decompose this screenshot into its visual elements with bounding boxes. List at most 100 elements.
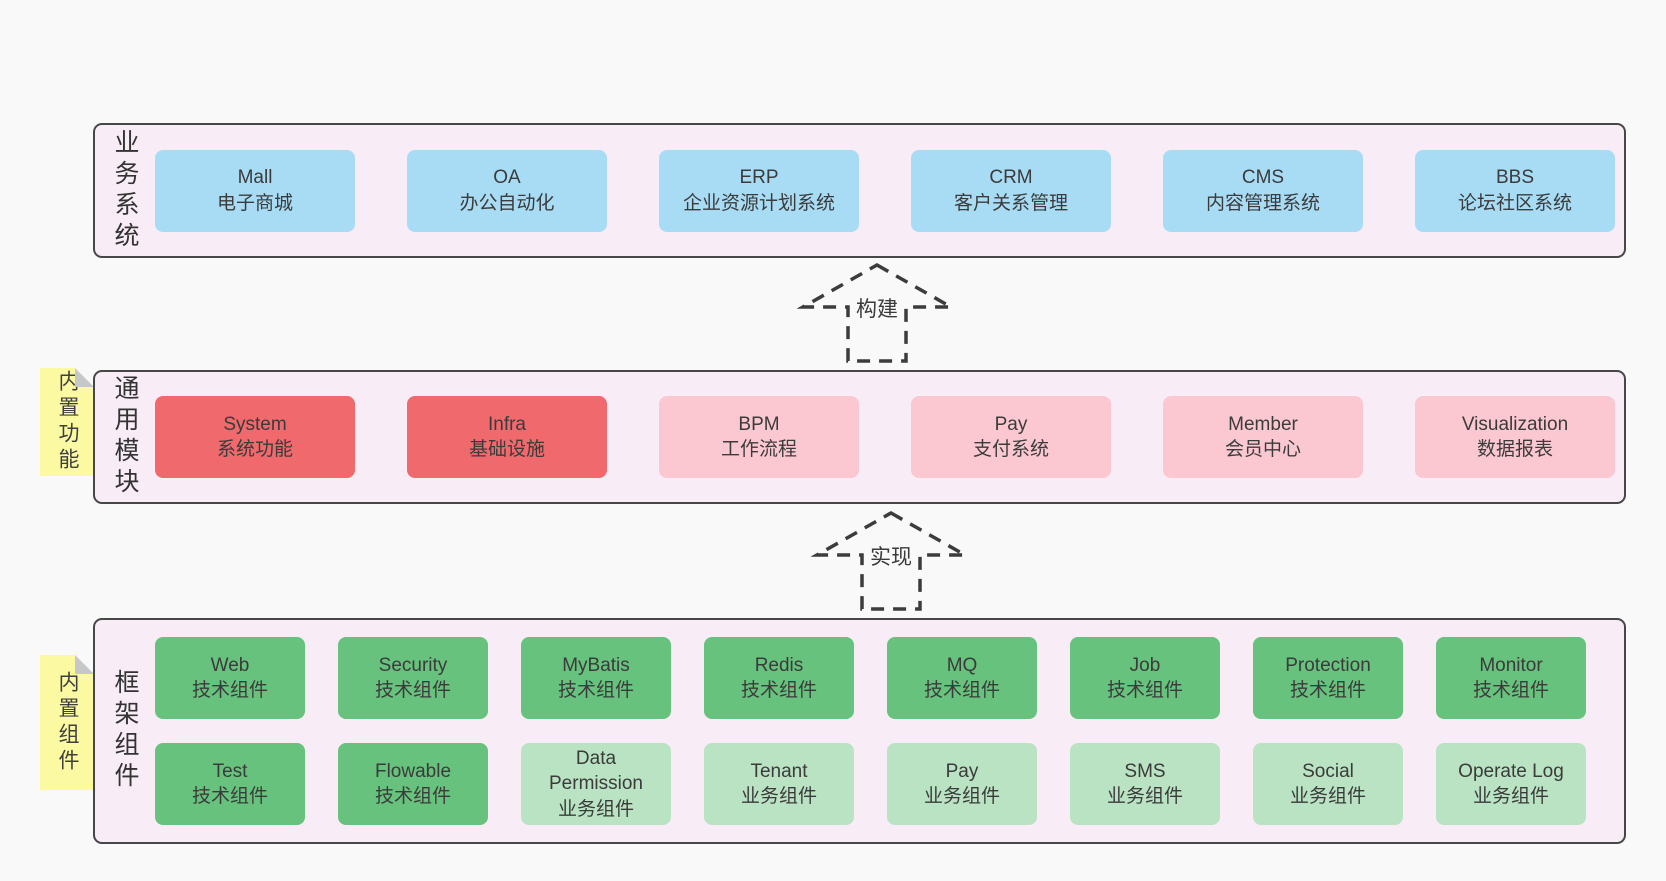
dashed-up-arrow-icon [797, 262, 957, 363]
box-subtitle: 支付系统 [972, 439, 1049, 460]
box-infra: Infra 基础设施 [407, 396, 607, 478]
box-subtitle: 数据报表 [1476, 439, 1553, 460]
box-subtitle: 办公自动化 [459, 192, 555, 214]
module-row: Test 技术组件 Flowable 技术组件 Data Permission 业务组件 T… [155, 743, 1614, 825]
box-title: Flowable [374, 760, 452, 782]
box-erp: ERP 企业资源计划系统 [659, 149, 859, 232]
box-data-permission: Data Permission 业务组件 [521, 743, 671, 825]
band-rows: System 系统功能 Infra 基础设施 BPM 工作流程 Pay 支付系统 Member 会… [155, 372, 1625, 502]
box-flowable: Flowable 技术组件 [338, 743, 488, 825]
box-system: System 系统功能 [155, 396, 355, 478]
box-subtitle: 基础设施 [468, 439, 545, 460]
box-title: Monitor [1479, 654, 1543, 676]
box-title: MyBatis [562, 654, 630, 676]
box-subtitle: 企业资源计划系统 [682, 192, 835, 214]
box-title: System [223, 413, 287, 435]
box-subtitle: 工作流程 [720, 439, 797, 460]
arrow-label: 实现 [867, 541, 915, 571]
box-oa: OA 办公自动化 [407, 149, 607, 232]
box-title: Pay [994, 413, 1028, 435]
box-title: Test [212, 760, 248, 782]
box-title: Web [210, 654, 250, 676]
box-cms: CMS 内容管理系统 [1163, 149, 1363, 232]
box-title: Protection [1285, 654, 1371, 676]
box-mybatis: MyBatis 技术组件 [521, 637, 671, 719]
box-subtitle: 技术组件 [740, 680, 817, 701]
box-title: Member [1228, 413, 1298, 435]
box-subtitle: 技术组件 [374, 680, 451, 701]
box-subtitle: 内容管理系统 [1205, 192, 1320, 214]
box-test: Test 技术组件 [155, 743, 305, 825]
box-title: OA [493, 167, 521, 189]
box-crm: CRM 客户关系管理 [911, 149, 1111, 232]
band-label: 框架组件 [111, 669, 139, 793]
box-web: Web 技术组件 [155, 637, 305, 719]
module-row: System 系统功能 Infra 基础设施 BPM 工作流程 Pay 支付系统 Member 会… [155, 396, 1615, 478]
sticky-note-label: 内置功能 [56, 370, 79, 474]
box-subtitle: 技术组件 [1472, 680, 1549, 701]
box-subtitle: 技术组件 [374, 786, 451, 807]
build-arrow: 构建 [797, 260, 957, 366]
box-subtitle: 业务组件 [557, 798, 634, 820]
sticky-note-built-in-functions: 内置功能 [40, 368, 94, 476]
sticky-note-built-in-components: 内置组件 [40, 655, 94, 790]
box-title: ERP [739, 167, 779, 189]
box-title: Pay [945, 760, 979, 782]
box-visualization: Visualization 数据报表 [1415, 396, 1615, 478]
box-title: CMS [1241, 167, 1285, 189]
box-subtitle: 技术组件 [923, 680, 1000, 701]
box-title: Operate Log [1458, 760, 1564, 782]
box-title: Infra [487, 413, 527, 435]
box-operate-log: Operate Log 业务组件 [1436, 743, 1586, 825]
box-title: Redis [754, 654, 804, 676]
sticky-note-label: 内置组件 [56, 670, 79, 775]
box-subtitle: 业务组件 [1106, 786, 1183, 807]
box-subtitle: 业务组件 [1289, 786, 1366, 807]
box-member: Member 会员中心 [1163, 396, 1363, 478]
box-pay: Pay 支付系统 [911, 396, 1111, 478]
box-monitor: Monitor 技术组件 [1436, 637, 1586, 719]
box-bpm: BPM 工作流程 [659, 396, 859, 478]
box-title: Visualization [1461, 413, 1569, 435]
box-subtitle: 技术组件 [1106, 680, 1183, 701]
box-subtitle: 技术组件 [191, 786, 268, 807]
box-subtitle: 业务组件 [1472, 786, 1549, 807]
box-subtitle: 业务组件 [923, 786, 1000, 807]
box-title: Data Permission [549, 748, 643, 795]
box-security: Security 技术组件 [338, 637, 488, 719]
box-title: Social [1302, 760, 1354, 782]
box-mq: MQ 技术组件 [887, 637, 1037, 719]
box-subtitle: 技术组件 [191, 680, 268, 701]
dashed-up-arrow-icon [811, 510, 971, 611]
box-title: SMS [1124, 760, 1166, 782]
box-subtitle: 系统功能 [216, 439, 293, 460]
box-social: Social 业务组件 [1253, 743, 1403, 825]
box-subtitle: 会员中心 [1224, 439, 1301, 460]
box-title: Tenant [750, 760, 808, 782]
box-pay: Pay 业务组件 [887, 743, 1037, 825]
band-label: 业务系统 [111, 128, 139, 253]
box-subtitle: 论坛社区系统 [1457, 192, 1572, 214]
box-title: Job [1129, 654, 1161, 676]
box-sms: SMS 业务组件 [1070, 743, 1220, 825]
box-subtitle: 客户关系管理 [953, 192, 1068, 214]
box-title: Mall [237, 167, 273, 189]
implement-arrow: 实现 [811, 508, 971, 614]
box-redis: Redis 技术组件 [704, 637, 854, 719]
box-subtitle: 技术组件 [557, 680, 634, 701]
box-title: BPM [738, 413, 780, 435]
box-title: CRM [989, 167, 1033, 189]
box-title: MQ [946, 654, 978, 676]
box-title: Security [378, 654, 448, 676]
